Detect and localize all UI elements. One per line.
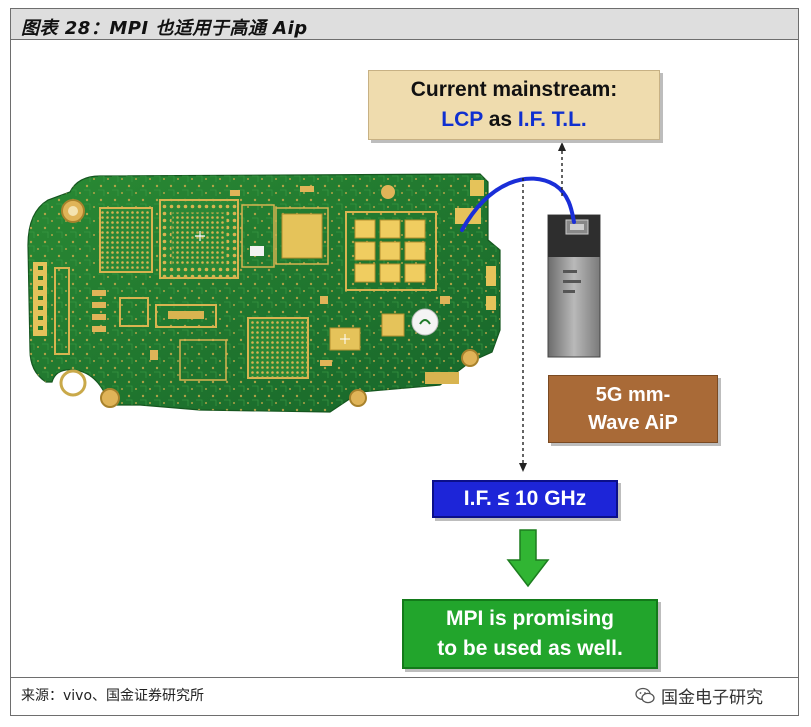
aip-line1: 5G mm- [595, 384, 671, 406]
mpi-line1: MPI is promising [445, 607, 615, 630]
aip-line2: Wave AiP [588, 412, 678, 434]
if-frequency-box: I.F. ≤ 10 GHz [432, 480, 618, 518]
gold-pad [381, 313, 405, 337]
mounting-hole [59, 369, 87, 397]
lcp-cable [460, 176, 576, 232]
bga-chip [99, 207, 153, 273]
figure-header: 图表 28：MPI 也适用于高通 Aip [11, 9, 798, 40]
footer-divider [11, 677, 798, 678]
capacitor [411, 308, 439, 336]
pcb-board [27, 173, 501, 413]
figure-title: 图表 28：MPI 也适用于高通 Aip [21, 18, 308, 39]
mounting-hole [461, 349, 479, 367]
lcp-label: LCP [441, 108, 483, 131]
aip-label-box: 5G mm- Wave AiP [548, 375, 718, 443]
watermark: 国金电子研究 [635, 683, 763, 708]
as-label: as [482, 108, 518, 131]
mpi-promising-box: MPI is promising to be used as well. [402, 599, 658, 669]
if-tl-label: I.F. T.L. [517, 108, 587, 131]
green-down-arrow-icon [506, 529, 550, 588]
mainstream-line1: Current mainstream: [410, 78, 618, 101]
watermark-text: 国金电子研究 [661, 688, 763, 708]
current-mainstream-box: Current mainstream: LCP as I.F. T.L. [368, 70, 660, 140]
mounting-hole [349, 389, 367, 407]
bga-chip [247, 317, 309, 379]
wechat-icon [635, 687, 655, 703]
mainstream-line2: LCP as I.F. T.L. [369, 105, 659, 135]
gold-pad-chip [281, 213, 323, 259]
figure-source: 来源：vivo、国金证券研究所 [21, 688, 205, 704]
aip-module [547, 214, 601, 358]
mounting-hole [381, 185, 395, 199]
mounting-hole [100, 388, 120, 408]
mpi-line2: to be used as well. [437, 637, 623, 660]
pa-module-pads [354, 219, 426, 283]
if-frequency-label: I.F. ≤ 10 GHz [463, 487, 587, 510]
